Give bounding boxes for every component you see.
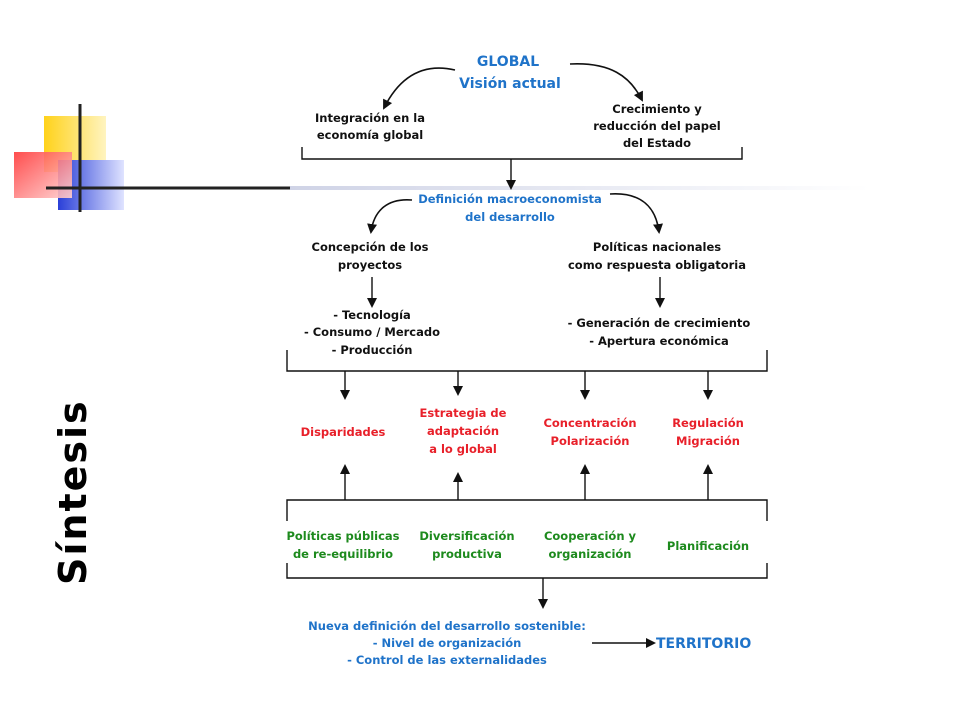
sustainable-line-3: - Control de las externalidades (347, 653, 547, 667)
effect-strategy-line-1: Estrategia de (420, 406, 507, 420)
tech-list-3: - Producción (332, 343, 413, 357)
response-public-policies-line-1: Políticas públicas (286, 529, 399, 543)
macro-section: Definición macroeconomista del desarroll… (286, 192, 768, 372)
territory-label: TERRITORIO (656, 636, 751, 652)
macro-title-line-2: del desarrollo (465, 210, 555, 224)
bracket-responses-bottom (286, 563, 768, 579)
effect-concentration-line-2: Polarización (551, 434, 630, 448)
effect-strategy-line-2: adaptación (427, 424, 499, 438)
growth-line-2: reducción del papel (593, 119, 721, 133)
global-title: GLOBAL (477, 54, 539, 70)
effect-disparities: Disparidades (301, 425, 386, 439)
response-cooperation-line-1: Cooperación y (544, 529, 637, 543)
integration-line-2: economía global (317, 128, 423, 142)
arrow-macro-right (609, 193, 663, 234)
growth-list-2: - Apertura económica (589, 334, 729, 348)
global-subtitle: Visión actual (459, 76, 561, 92)
response-diversification-line-2: productiva (432, 547, 502, 561)
arrow-global-left (383, 67, 456, 110)
bracket-responses-top (286, 499, 768, 521)
effect-strategy-line-3: a lo global (429, 442, 497, 456)
effect-regulation-line-2: Migración (676, 434, 740, 448)
macro-title-line-1: Definición macroeconomista (418, 192, 602, 206)
sustainable-section: Nueva definición del desarrollo sostenib… (308, 619, 751, 667)
growth-line-3: del Estado (623, 136, 691, 150)
arrow-global-right (569, 63, 643, 102)
national-policies-line-1: Políticas nacionales (593, 240, 721, 254)
effect-regulation-line-1: Regulación (672, 416, 744, 430)
responses-row: Políticas públicas de re-equilibrio Dive… (286, 529, 749, 561)
bracket-top (301, 147, 743, 160)
arrow-macro-left (367, 199, 413, 234)
response-diversification-line-1: Diversificación (419, 529, 514, 543)
tech-list-2: - Consumo / Mercado (304, 325, 440, 339)
effects-row: Disparidades Estrategia de adaptación a … (301, 406, 744, 456)
integration-line-1: Integración en la (315, 111, 425, 125)
global-section: GLOBAL Visión actual Integración en la e… (301, 54, 743, 190)
slide-title-vertical: Síntesis (51, 399, 95, 585)
response-cooperation-line-2: organización (549, 547, 632, 561)
sustainable-line-2: - Nivel de organización (373, 636, 522, 650)
conception-line-1: Concepción de los (312, 240, 429, 254)
decorative-squares-logo (14, 104, 870, 212)
response-public-policies-line-2: de re-equilibrio (293, 547, 393, 561)
growth-line-1: Crecimiento y (612, 102, 702, 116)
bracket-middle (286, 350, 768, 372)
conception-line-2: proyectos (338, 258, 402, 272)
effects-arrows (340, 371, 713, 400)
growth-list-1: - Generación de crecimiento (568, 316, 751, 330)
response-planning: Planificación (667, 539, 749, 553)
sustainable-line-1: Nueva definición del desarrollo sostenib… (308, 619, 586, 633)
responses-arrows (340, 464, 713, 500)
tech-list-1: - Tecnología (333, 308, 411, 322)
national-policies-line-2: como respuesta obligatoria (568, 258, 746, 272)
effect-concentration-line-1: Concentración (543, 416, 636, 430)
